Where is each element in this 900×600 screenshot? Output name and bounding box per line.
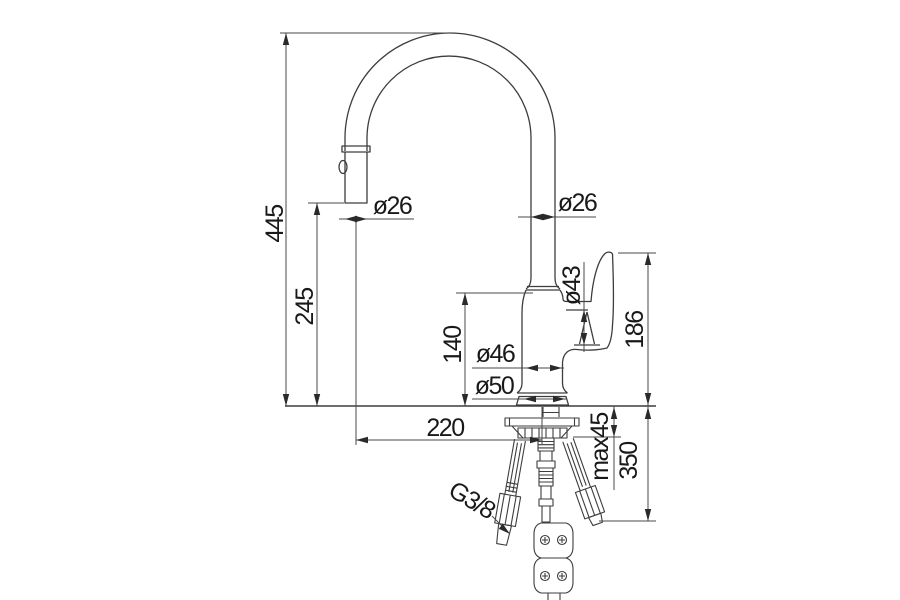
dim-245 (308, 202, 344, 406)
base-plate (515, 395, 570, 406)
counterweight-screws (539, 534, 568, 582)
mounting-flange (504, 417, 580, 427)
label-handle-top-height: 186 (621, 311, 649, 349)
dimension-arrowheads (282, 33, 652, 534)
label-total-height: 445 (261, 205, 289, 243)
supply-hose-left (494, 438, 526, 546)
dim-445 (280, 32, 452, 406)
label-spray-head-height: 245 (291, 288, 319, 326)
clamp-bracket (517, 427, 568, 439)
hose-counterweight (533, 522, 574, 600)
label-supply-thread: G3/8 (444, 476, 500, 525)
label-body-diameter: ø46 (476, 340, 515, 368)
label-spout-tube-diameter: ø26 (558, 189, 597, 217)
dim-140 (456, 292, 533, 406)
lever-handle (559, 251, 615, 394)
label-base-diameter: ø50 (475, 372, 514, 400)
pullout-spray-head (338, 145, 371, 204)
label-spout-reach: 220 (426, 414, 464, 442)
dim-max45 (573, 406, 621, 490)
label-hose-drop: 350 (615, 442, 643, 480)
dim-186 (618, 252, 656, 406)
dim-350 (599, 406, 656, 522)
mounting-hardware (494, 407, 606, 600)
threaded-shank (542, 407, 560, 417)
label-spray-head-diameter: ø26 (373, 192, 412, 220)
label-cartridge-diameter: ø43 (558, 266, 586, 305)
spray-button (338, 159, 348, 175)
dimension-lines (280, 32, 656, 533)
gooseneck-spout (344, 32, 561, 291)
label-body-height: 140 (439, 326, 467, 364)
label-max-counter-thickness: max45 (586, 413, 614, 481)
supply-hose-right (562, 437, 606, 527)
dimension-labels: 445 245 140 186 350 max45 ø43 220 ø26 ø2… (261, 189, 649, 525)
dim-220 (355, 221, 543, 445)
pullout-hose-stack (536, 437, 556, 523)
